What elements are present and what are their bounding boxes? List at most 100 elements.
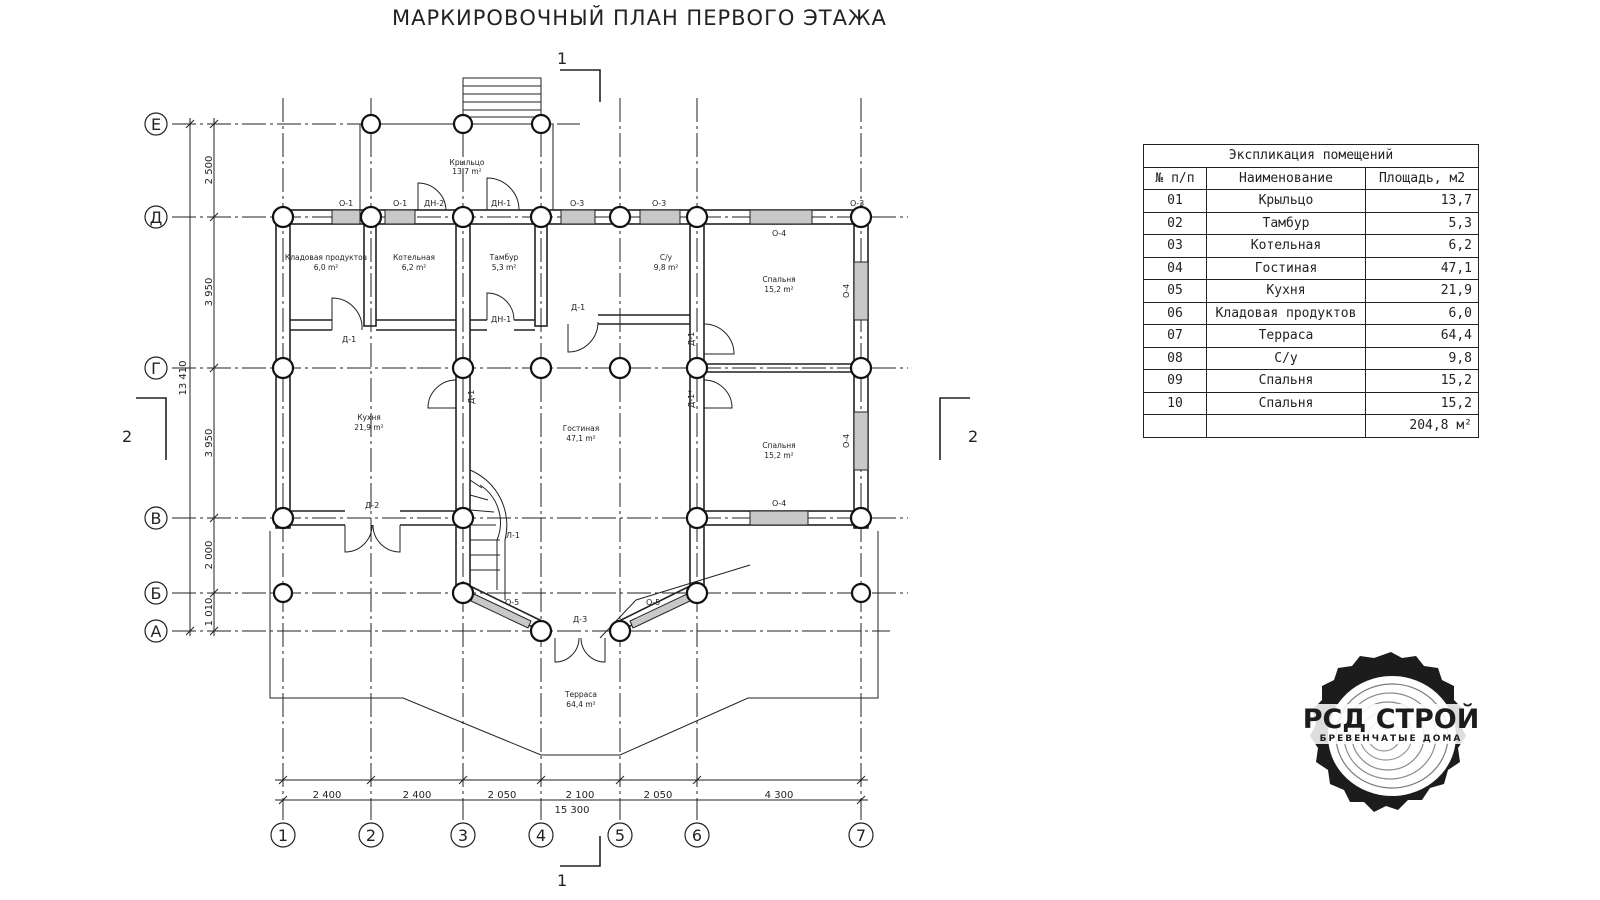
columns — [271, 113, 873, 643]
row-area: 9,8 — [1365, 346, 1479, 370]
windows — [331, 209, 869, 629]
section-1-bottom: 1 — [557, 871, 567, 890]
row-area: 21,9 — [1365, 279, 1479, 303]
label-o4top: О-4 — [772, 229, 786, 238]
row-num: 06 — [1143, 301, 1207, 325]
room-pantry-area: 6,0 m² — [314, 263, 339, 272]
axis-label-b: Б — [151, 584, 162, 603]
row-num: 04 — [1143, 256, 1207, 280]
label-dn1b: ДН-1 — [491, 315, 511, 324]
axis-label-2: 2 — [366, 826, 376, 845]
dim-bottom-3: 2 050 — [488, 790, 517, 801]
axis-label-7: 7 — [856, 826, 866, 845]
label-d1v1: Д-1 — [467, 390, 476, 404]
row-area: 47,1 — [1365, 256, 1479, 280]
row-num: 08 — [1143, 346, 1207, 370]
total-empty-num — [1143, 414, 1207, 438]
label-o4bot: О-4 — [772, 499, 786, 508]
table-row: 02 Тамбур 5,3 — [1143, 211, 1479, 235]
axis-label-e: Е — [151, 115, 161, 134]
room-living-name: Гостиная — [563, 424, 600, 433]
room-kitchen-name: Кухня — [357, 413, 381, 422]
row-area: 15,2 — [1365, 369, 1479, 393]
section-2-left: 2 — [122, 427, 132, 446]
table-total: 204,8 м² — [1365, 414, 1479, 438]
room-pantry-name: Кладовая продуктов — [285, 253, 367, 262]
row-name: Терраса — [1206, 324, 1366, 348]
row-name: Кухня — [1206, 279, 1366, 303]
label-o5a: О-5 — [505, 598, 519, 607]
row-name: Спальня — [1206, 391, 1366, 415]
dim-bottom-2: 2 400 — [403, 790, 432, 801]
table-row: 04 Гостиная 47,1 — [1143, 256, 1479, 280]
dimensions-left: 2 500 3 950 3 950 2 000 1 010 13 410 — [178, 118, 219, 636]
room-kitchen-area: 21,9 m² — [354, 423, 383, 432]
dim-left-1: 2 500 — [204, 156, 215, 185]
room-wc-area: 9,8 m² — [654, 263, 679, 272]
porch — [359, 77, 554, 210]
room-bedroom1-area: 15,2 m² — [764, 285, 793, 294]
dim-left-3: 3 950 — [204, 429, 215, 458]
axis-label-v: В — [151, 509, 162, 528]
row-num: 07 — [1143, 324, 1207, 348]
row-name: Гостиная — [1206, 256, 1366, 280]
table-row: 01 Крыльцо 13,7 — [1143, 189, 1479, 213]
dim-left-5: 1 010 — [204, 598, 215, 627]
label-o3a: О-3 — [570, 199, 584, 208]
row-area: 6,0 — [1365, 301, 1479, 325]
opening-labels: О-1 О-1 ДН-2 ДН-1 О-3 О-3 О-3 О-4 О-4 О-… — [339, 199, 864, 624]
room-terrace-name: Терраса — [564, 690, 597, 699]
dim-bottom-1: 2 400 — [313, 790, 342, 801]
row-area: 64,4 — [1365, 324, 1479, 348]
table-row: 08 С/у 9,8 — [1143, 346, 1479, 370]
label-dn2: ДН-2 — [424, 199, 444, 208]
axis-label-d: Д — [150, 208, 163, 227]
row-name: Тамбур — [1206, 211, 1366, 235]
row-name: Спальня — [1206, 369, 1366, 393]
logo-brand: РСД СТРОЙ — [1303, 703, 1480, 735]
row-name: С/у — [1206, 346, 1366, 370]
room-boiler-name: Котельная — [393, 253, 435, 262]
row-num: 01 — [1143, 189, 1207, 213]
label-d2: Д-2 — [365, 501, 379, 510]
label-d1a: Д-1 — [342, 335, 356, 344]
axis-bubbles-numbers: 1 2 3 4 5 6 7 — [270, 822, 874, 848]
table-total-row: 204,8 м² — [1143, 414, 1479, 438]
section-markers: 1 1 2 2 — [122, 49, 978, 890]
brand-logo: РСД СТРОЙ БРЕВЕНЧАТЫЕ ДОМА — [1294, 652, 1488, 812]
header-name: Наименование — [1206, 166, 1366, 190]
dim-bottom-5: 2 050 — [644, 790, 673, 801]
table-row: 07 Терраса 64,4 — [1143, 324, 1479, 348]
section-1-top: 1 — [557, 49, 567, 68]
table-row: 03 Котельная 6,2 — [1143, 234, 1479, 258]
room-terrace-area: 64,4 m² — [566, 700, 595, 709]
row-num: 03 — [1143, 234, 1207, 258]
label-d1c: Д-1 — [687, 332, 696, 346]
header-area: Площадь, м2 — [1365, 166, 1479, 190]
row-name: Котельная — [1206, 234, 1366, 258]
table-row: 05 Кухня 21,9 — [1143, 279, 1479, 303]
row-name: Крыльцо — [1206, 189, 1366, 213]
axis-label-3: 3 — [458, 826, 468, 845]
dim-bottom-6: 4 300 — [765, 790, 794, 801]
row-area: 5,3 — [1365, 211, 1479, 235]
table-header-row: № п/п Наименование Площадь, м2 — [1143, 166, 1479, 190]
section-2-right: 2 — [968, 427, 978, 446]
label-o4r2: О-4 — [842, 434, 851, 448]
row-name: Кладовая продуктов — [1206, 301, 1366, 325]
floor-plan: Е Д Г В Б А 1 2 3 4 5 6 7 1 1 2 2 — [122, 49, 978, 890]
row-area: 13,7 — [1365, 189, 1479, 213]
room-living-area: 47,1 m² — [566, 434, 595, 443]
table-caption-row: Экспликация помещений — [1143, 144, 1479, 168]
label-o1b: О-1 — [393, 199, 407, 208]
room-boiler-area: 6,2 m² — [402, 263, 427, 272]
label-d1b: Д-1 — [571, 303, 585, 312]
label-o1a: О-1 — [339, 199, 353, 208]
room-wc-name: С/у — [660, 253, 673, 262]
room-explication-table: Экспликация помещений № п/п Наименование… — [1143, 144, 1479, 438]
terrace-outline — [269, 531, 879, 756]
room-labels: Крыльцо 13,7 m² Кладовая продуктов 6,0 m… — [285, 158, 796, 709]
label-o5b: О-5 — [646, 598, 660, 607]
table-row: 06 Кладовая продуктов 6,0 — [1143, 301, 1479, 325]
dim-bottom-4: 2 100 — [566, 790, 595, 801]
